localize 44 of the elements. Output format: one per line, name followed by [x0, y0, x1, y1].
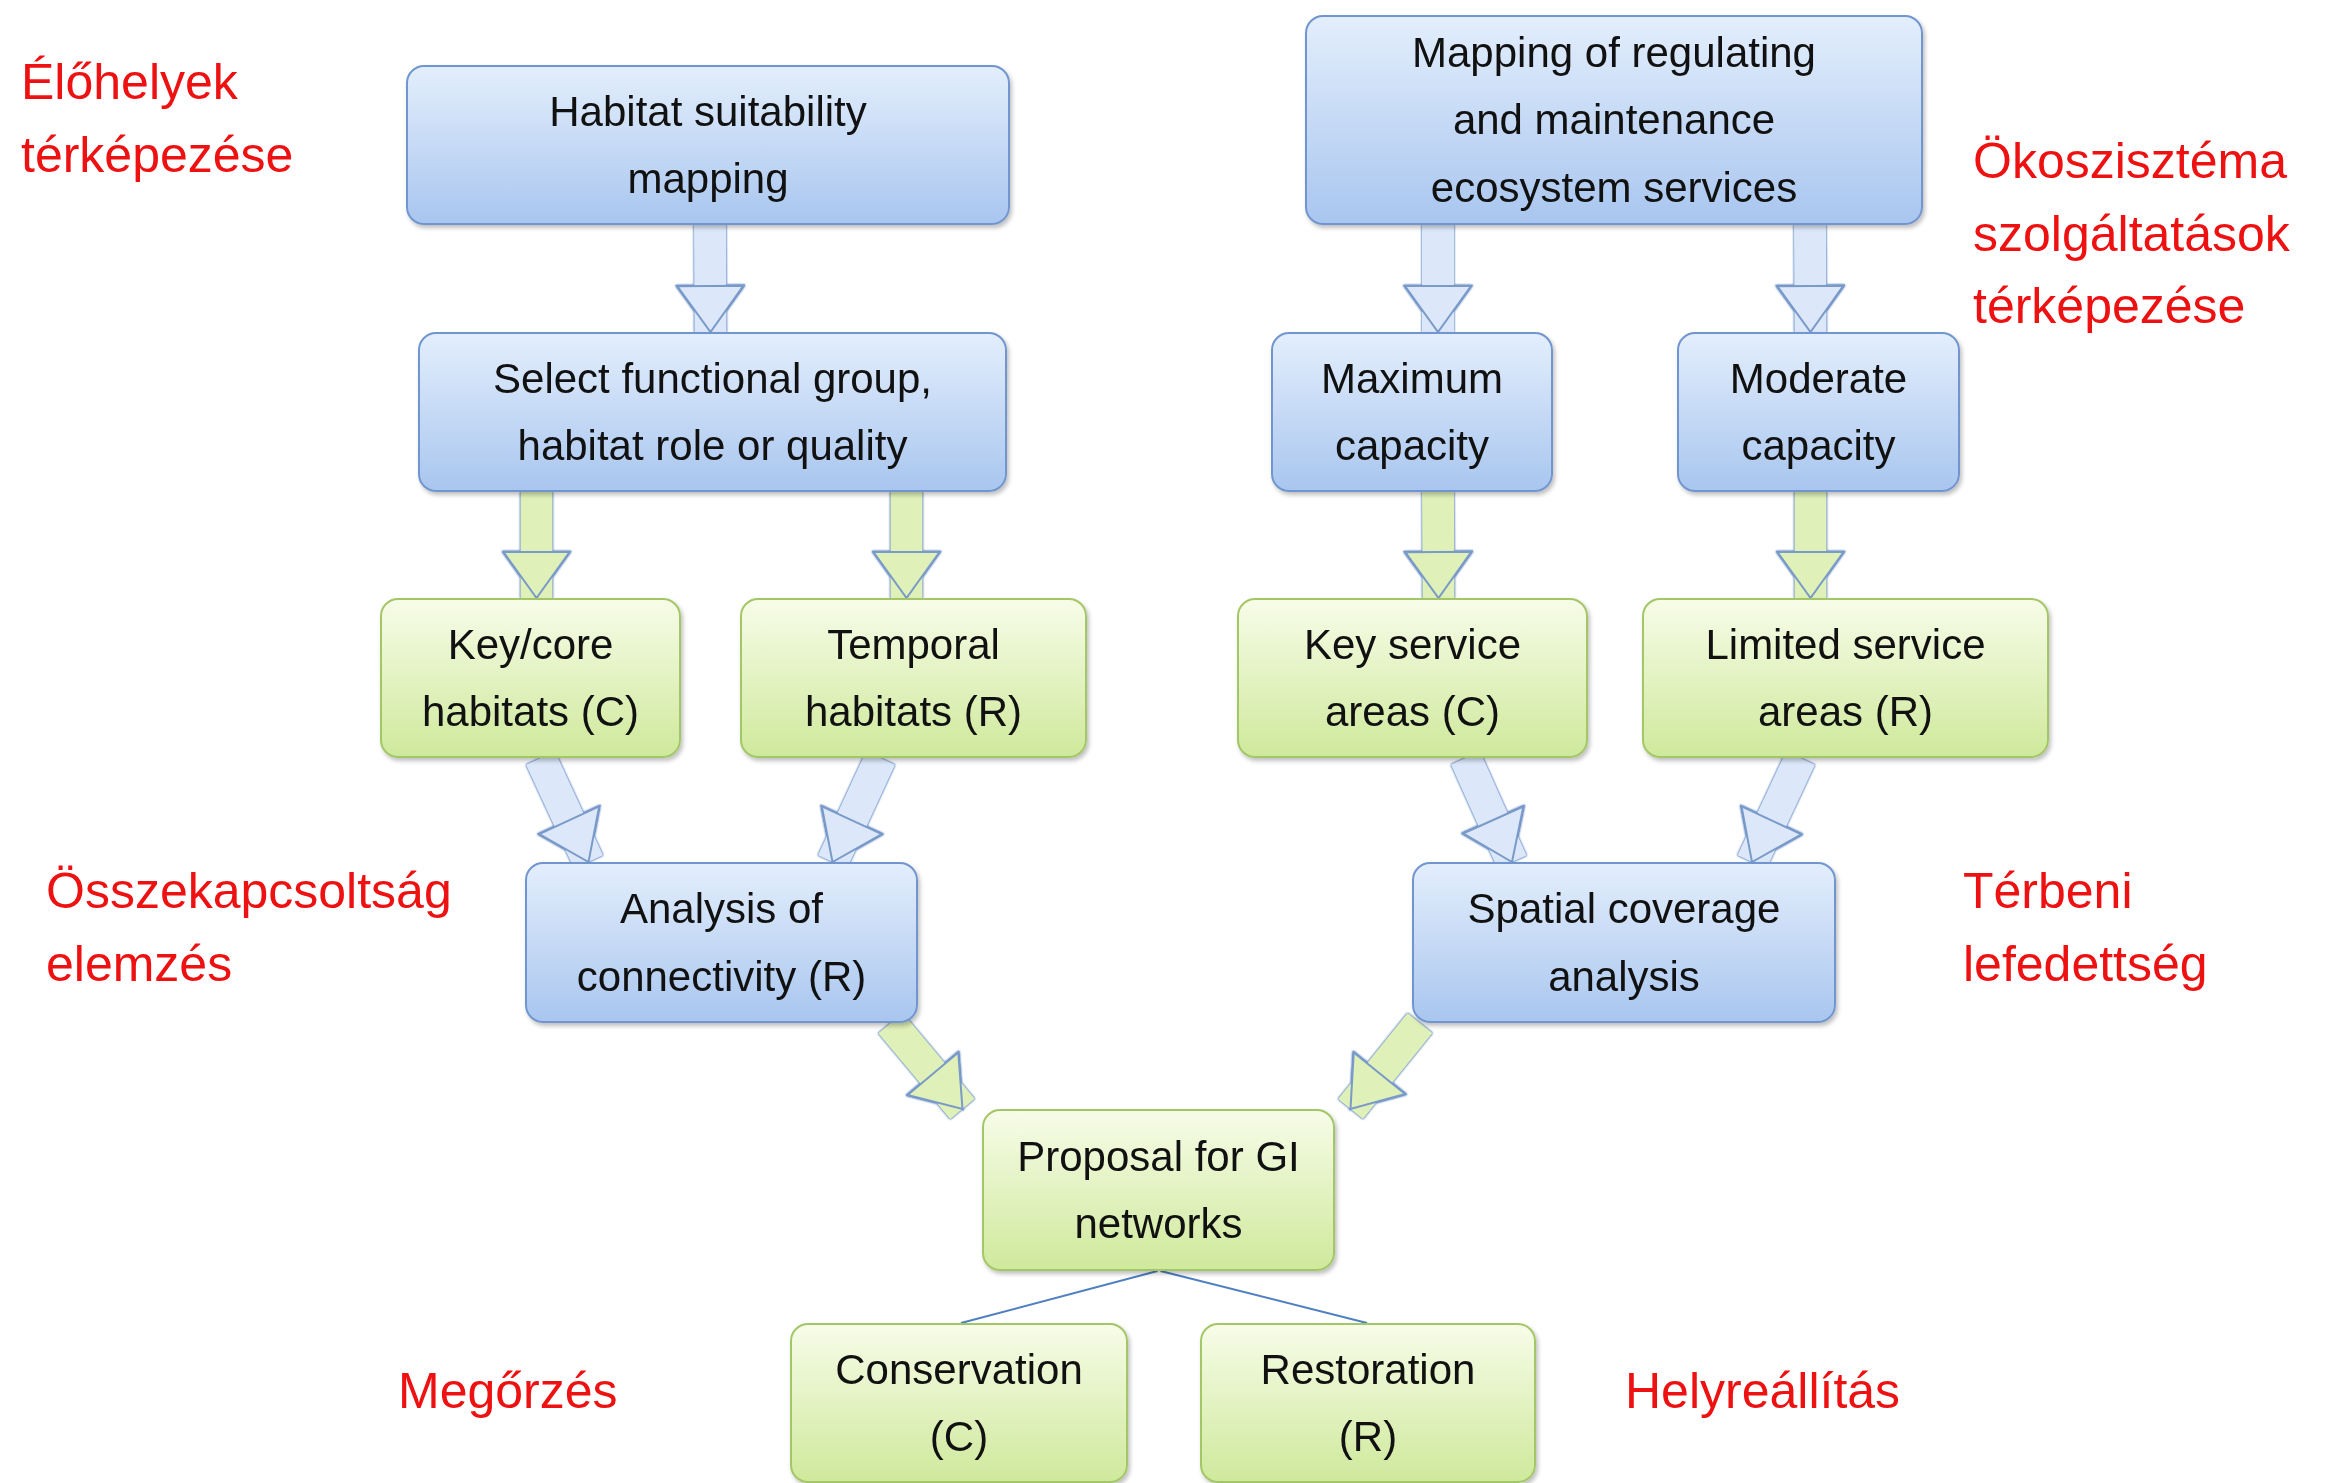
- process-box: [406, 65, 1010, 225]
- process-box: [1677, 332, 1960, 492]
- box-text: Spatial coverage analysis: [1466, 884, 1782, 1002]
- section-label: Összekapcsoltság elemzés: [46, 862, 453, 994]
- process-box: [790, 1323, 1128, 1483]
- box-text: Mapping of regulating and maintenance ecosystem services: [1411, 28, 1817, 213]
- process-box: [1642, 598, 2049, 758]
- process-box: [1237, 598, 1588, 758]
- block-arrow: [676, 224, 745, 333]
- block-arrow: [502, 492, 571, 599]
- section-label: Ökoszisztéma szolgáltatások térképezése: [1973, 132, 2291, 336]
- box-text: Analysis of connectivity (R): [575, 884, 868, 1002]
- block-arrow: [1404, 225, 1472, 333]
- box-text: Limited service areas (R): [1704, 619, 1987, 737]
- process-box: [1412, 862, 1836, 1023]
- box-text: Key/core habitats (C): [420, 619, 641, 737]
- process-box: [1271, 332, 1553, 492]
- block-arrow: [1776, 224, 1845, 333]
- section-label: Helyreállítás: [1625, 1362, 1902, 1421]
- box-text: Moderate capacity: [1728, 353, 1909, 471]
- box-text: Temporal habitats (R): [803, 619, 1024, 737]
- box-text: Select functional group, habitat role or quality: [492, 353, 933, 471]
- box-text: Key service areas (C): [1302, 619, 1523, 737]
- box-text: Conservation (C): [834, 1344, 1084, 1462]
- process-box: [1305, 15, 1923, 225]
- block-arrow: [872, 492, 941, 599]
- connector-line: [960, 1270, 1159, 1324]
- block-arrow: [1338, 1012, 1433, 1120]
- process-box: [380, 598, 681, 758]
- box-text: Restoration (R): [1260, 1344, 1476, 1462]
- box-text: Maximum capacity: [1320, 353, 1504, 471]
- box-text: Proposal for GI networks: [1016, 1131, 1301, 1249]
- box-text: Habitat suitability mapping: [548, 86, 868, 204]
- section-label: Térbeni lefedettség: [1963, 862, 2209, 994]
- section-label: Megőrzés: [398, 1362, 619, 1421]
- connector-line: [1159, 1270, 1368, 1324]
- process-box: [982, 1109, 1335, 1271]
- process-box: [740, 598, 1087, 758]
- process-box: [1200, 1323, 1536, 1483]
- process-box: [418, 332, 1007, 492]
- section-label: Élőhelyek térképezése: [21, 53, 295, 185]
- block-arrow: [1776, 492, 1845, 599]
- process-box: [525, 862, 918, 1023]
- block-arrow: [1404, 491, 1473, 599]
